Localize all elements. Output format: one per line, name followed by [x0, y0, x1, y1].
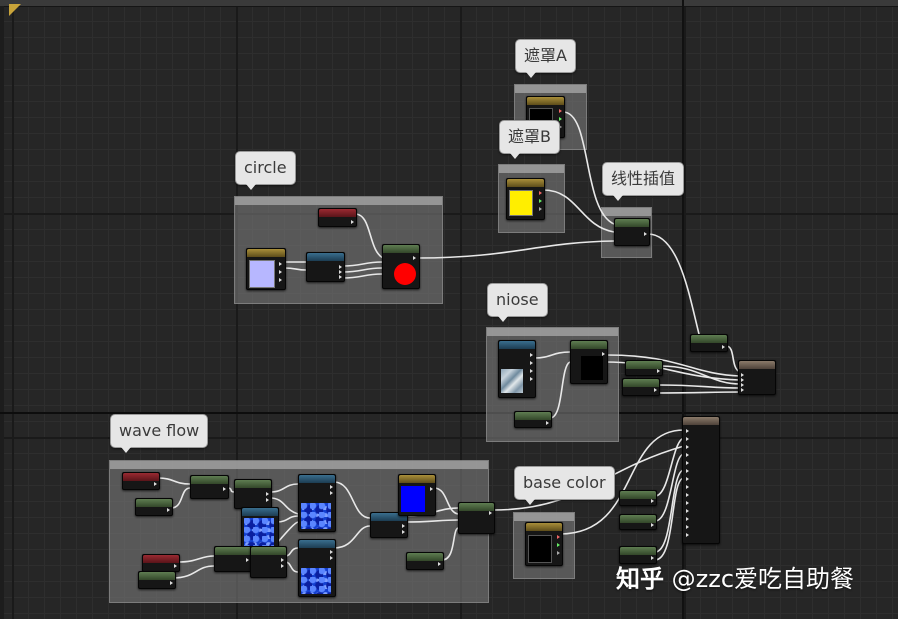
param-node[interactable]	[619, 514, 657, 530]
color-swatch	[249, 260, 275, 288]
color-swatch	[509, 190, 533, 216]
graph-origin-axis-horizontal	[0, 412, 898, 414]
circle-preview	[394, 263, 416, 285]
param-node[interactable]	[619, 546, 657, 564]
graph-corner-marker	[9, 4, 21, 16]
noise-result-preview	[581, 356, 603, 380]
texture-preview	[301, 568, 331, 594]
comment-header	[499, 165, 564, 173]
texture-preview	[301, 503, 331, 529]
param-node[interactable]	[135, 498, 173, 516]
panner-node[interactable]	[250, 546, 287, 578]
noise-texture-node[interactable]	[498, 340, 536, 398]
vector-param-node[interactable]	[122, 472, 160, 490]
comment-header	[515, 85, 586, 93]
wave-texture-node[interactable]	[241, 507, 279, 549]
watermark-brand: 知乎	[616, 565, 664, 593]
wave-texture-node[interactable]	[298, 539, 336, 597]
lerp-node[interactable]	[614, 218, 650, 246]
comment-bubble-mask-b[interactable]: 遮罩B	[499, 120, 560, 159]
vector-param-node[interactable]	[142, 554, 180, 572]
comment-header	[602, 208, 651, 216]
param-node[interactable]	[619, 490, 657, 506]
param-node[interactable]	[625, 360, 663, 376]
material-function-node[interactable]	[738, 360, 776, 395]
noise-output-node[interactable]	[570, 340, 608, 384]
circle-output-node[interactable]	[382, 244, 420, 289]
constant-node[interactable]	[690, 334, 728, 352]
comment-bubble-mask-a[interactable]: 遮罩A	[515, 39, 576, 78]
noise-param-node[interactable]	[514, 411, 552, 428]
comment-header	[487, 328, 618, 336]
mask-b-color-node[interactable]	[506, 178, 545, 220]
graph-origin-axis-vertical	[682, 0, 684, 619]
param-node[interactable]	[138, 571, 176, 589]
main-material-output-node[interactable]	[682, 416, 720, 544]
noise-preview	[501, 369, 523, 393]
watermark-handle: @zzc爱吃自助餐	[671, 565, 855, 593]
comment-bubble-circle[interactable]: circle	[235, 151, 296, 190]
comment-bubble-lerp[interactable]: 线性插值	[602, 162, 685, 201]
add-node[interactable]	[370, 512, 408, 538]
comment-header	[110, 461, 488, 469]
watermark: 知乎 @zzc爱吃自助餐	[616, 561, 854, 597]
param-node[interactable]	[622, 378, 660, 396]
comment-header	[235, 197, 442, 205]
graph-left-edge	[0, 6, 4, 619]
graph-top-bar	[0, 0, 898, 7]
multiply-node[interactable]	[190, 475, 229, 499]
texcoord-node[interactable]	[246, 248, 286, 290]
color-swatch	[401, 486, 425, 512]
comment-bubble-wave-flow[interactable]: wave flow	[110, 414, 209, 453]
comment-header	[514, 513, 574, 521]
param-node[interactable]	[406, 552, 444, 570]
base-color-node[interactable]	[525, 522, 563, 566]
comment-bubble-niose[interactable]: niose	[487, 283, 548, 322]
comment-bubble-base-color[interactable]: base color	[514, 466, 615, 505]
vector-param-node[interactable]	[318, 208, 357, 227]
mask-component-node[interactable]	[306, 252, 345, 282]
wave-output-node[interactable]	[458, 502, 495, 534]
multiply-node[interactable]	[214, 546, 252, 572]
texture-preview	[244, 518, 274, 546]
color-swatch	[528, 535, 552, 563]
panner-node[interactable]	[234, 479, 272, 509]
wave-texture-node[interactable]	[298, 474, 336, 532]
wave-color-node[interactable]	[398, 474, 436, 516]
